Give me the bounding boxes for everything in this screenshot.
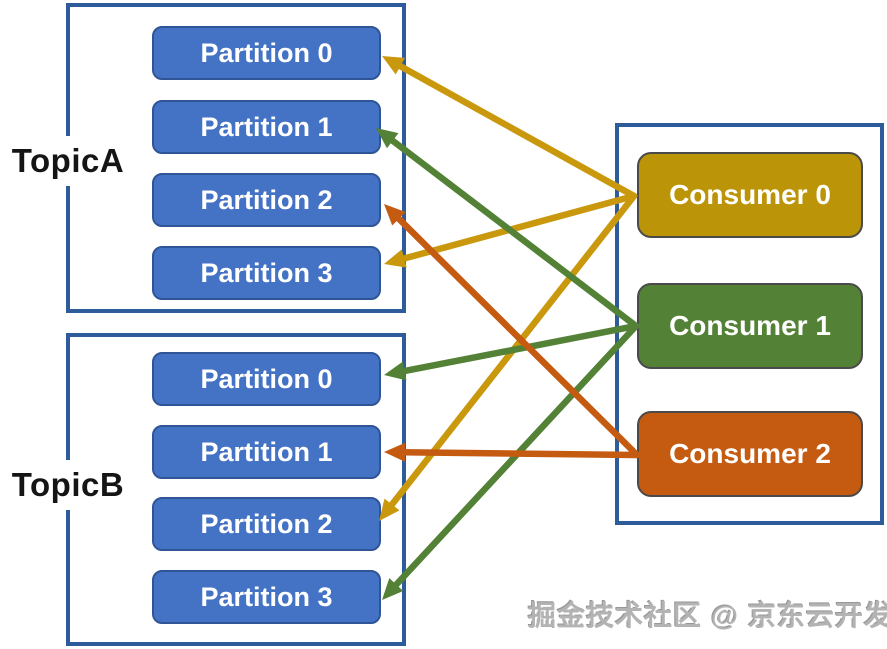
topic-b-partition-3: Partition 3 bbox=[152, 570, 381, 624]
watermark-text: 掘金技术社区 @ 京东云开发者 bbox=[528, 600, 887, 631]
connection-line-c2-topicB.partition1 bbox=[398, 448, 641, 459]
consumer-0-box: Consumer 0 bbox=[637, 152, 863, 238]
topic-a-partition-3: Partition 3 bbox=[152, 246, 381, 300]
topic-b-partition-0: Partition 0 bbox=[152, 352, 381, 406]
connection-line-c1-topicB.partition3 bbox=[390, 322, 640, 591]
connection-line-c1-topicB.partition0 bbox=[398, 322, 640, 375]
connection-line-c1-topicA.partition1 bbox=[387, 135, 640, 330]
connection-line-c0-topicB.partition2 bbox=[386, 192, 638, 511]
connection-line-c0-topicA.partition3 bbox=[398, 192, 638, 263]
topic-b-label: TopicB bbox=[10, 460, 126, 510]
consumer-1-box: Consumer 1 bbox=[637, 283, 863, 369]
topic-a-partition-0: Partition 0 bbox=[152, 26, 381, 80]
topic-b-partition-2: Partition 2 bbox=[152, 497, 381, 551]
topic-a-partition-2: Partition 2 bbox=[152, 173, 381, 227]
connection-line-c2-topicA.partition2 bbox=[393, 213, 641, 459]
topic-a-partition-1: Partition 1 bbox=[152, 100, 381, 154]
topic-a-label: TopicA bbox=[10, 136, 126, 186]
topic-b-partition-1: Partition 1 bbox=[152, 425, 381, 479]
consumer-2-box: Consumer 2 bbox=[637, 411, 863, 497]
connection-line-c0-topicA.partition0 bbox=[394, 61, 638, 200]
